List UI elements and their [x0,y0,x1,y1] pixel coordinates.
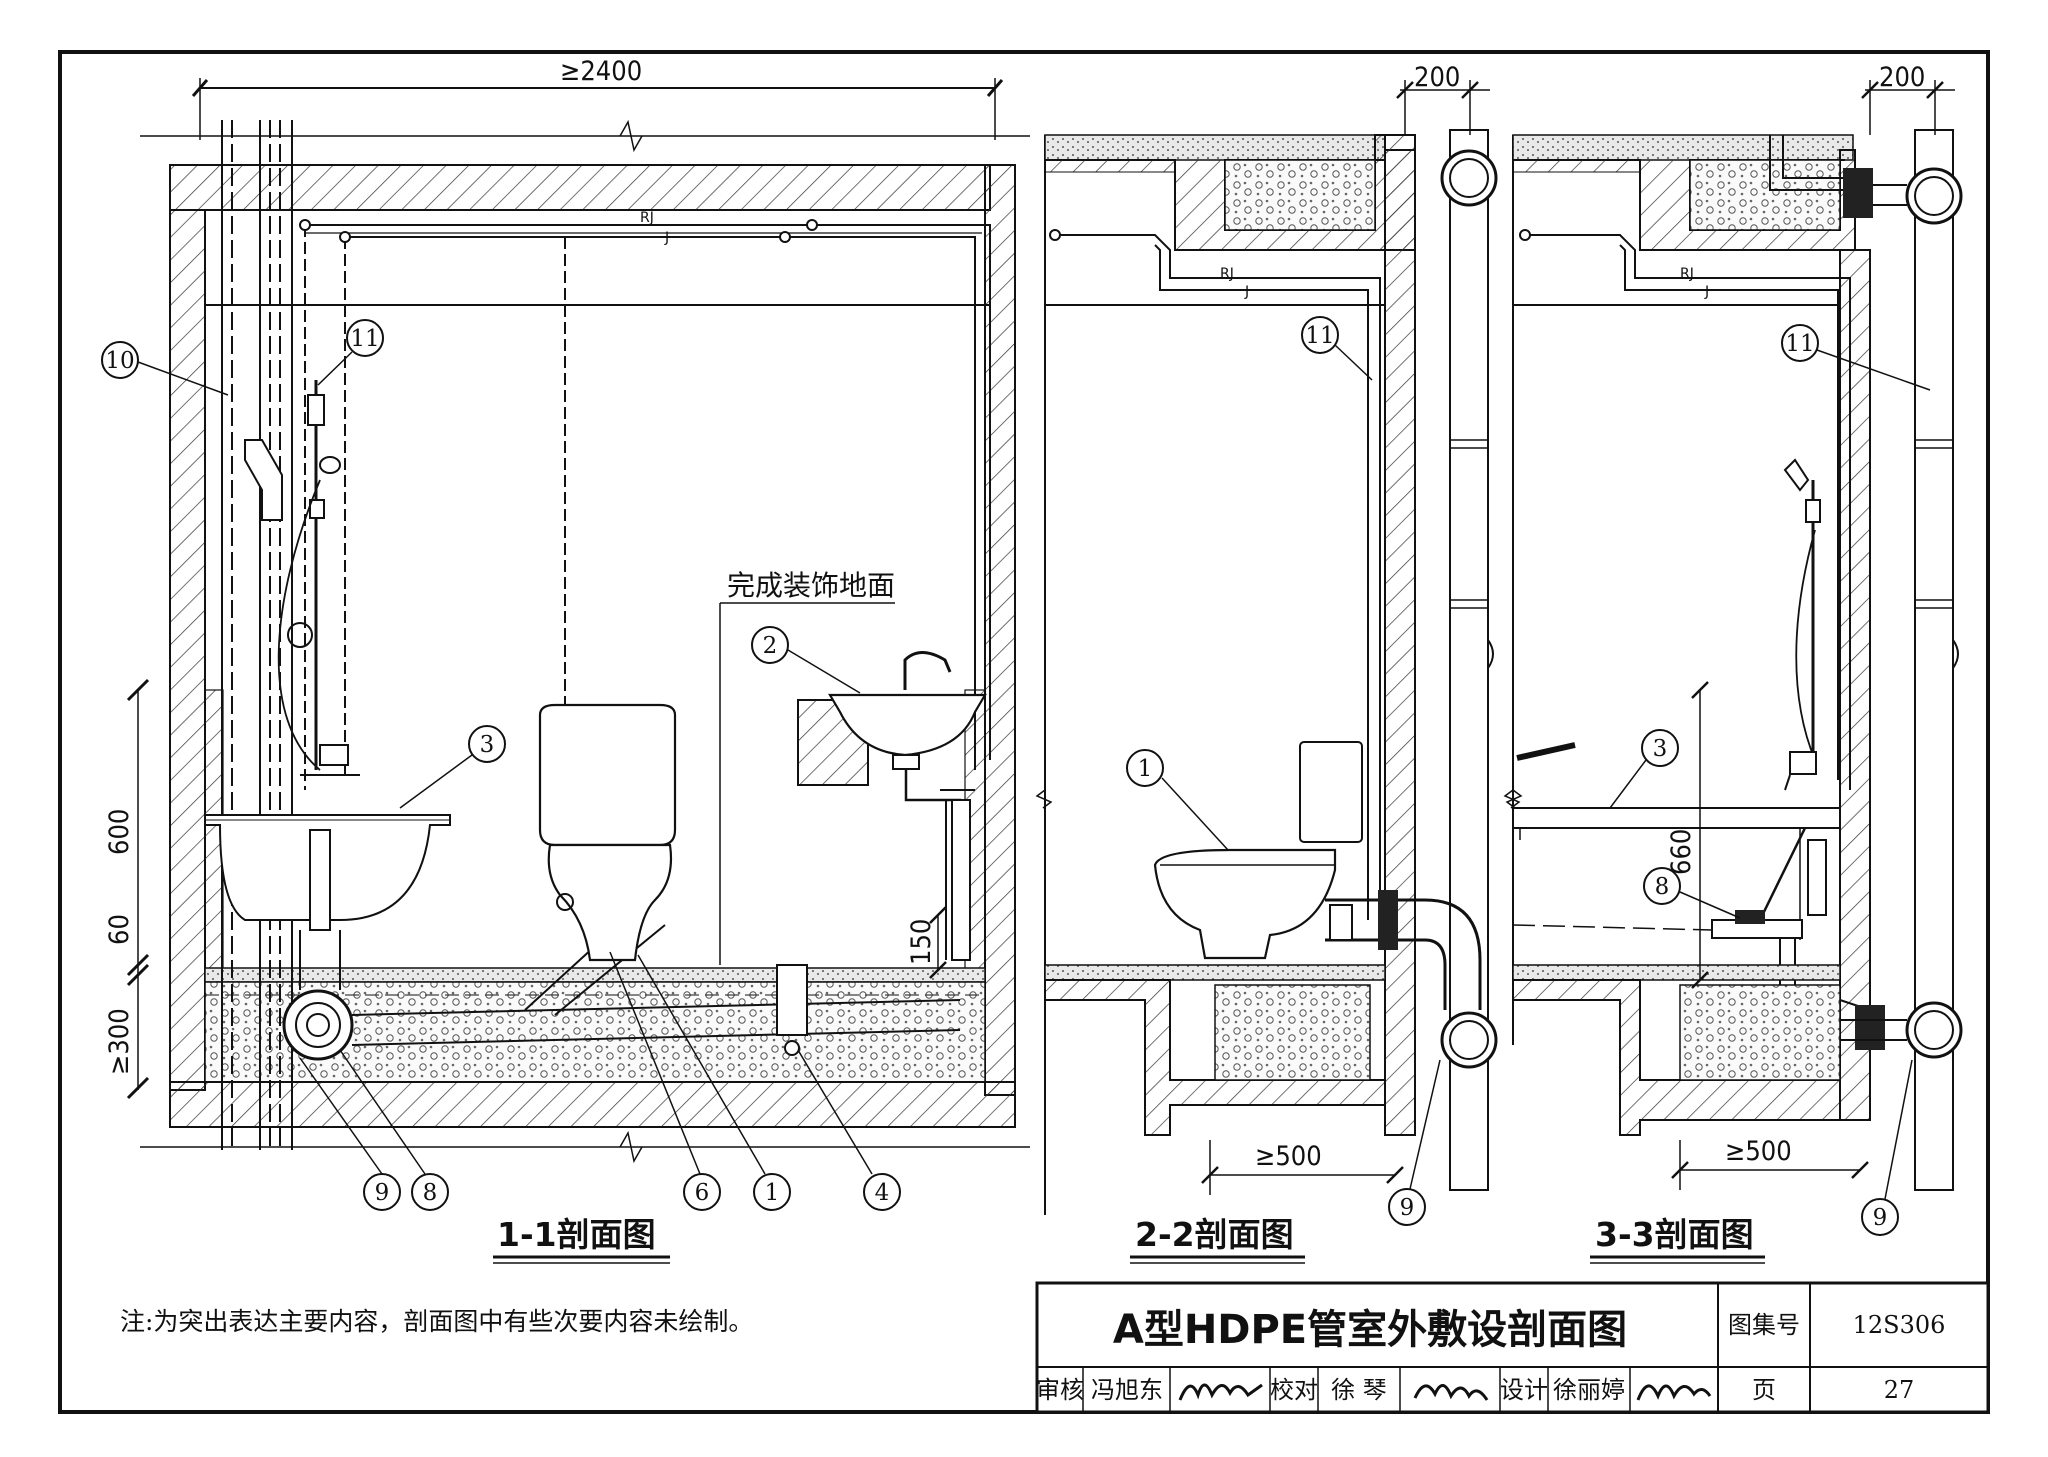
review-signature [1178,1383,1263,1401]
check-name: 徐 琴 [1331,1376,1387,1404]
callout-8-b: 8 [1643,867,1741,919]
section-title-3-3: 3-3剖面图 [1595,1215,1754,1254]
washbasin-1 [797,651,987,961]
label-rj-2: RJ [1220,266,1234,282]
right-wall-2 [1384,134,1416,1136]
dim-top-width: ≥2400 [560,56,642,87]
dim-660: 660 [1666,829,1697,875]
outdoor-stack-3 [1873,129,1963,1191]
page-label: 页 [1752,1376,1776,1404]
drawing-title: A型HDPE管室外敷设剖面图 [1113,1307,1627,1353]
bathtub-drain-1 [282,829,354,1061]
label-j-2: J [1244,284,1249,300]
callout-6: 6 [609,951,721,1211]
label-j-1: J [664,230,669,246]
sheet-border [58,50,1990,1414]
dim-60: 60 [104,914,135,945]
svg-text:9: 9 [1400,1195,1415,1221]
page-number: 27 [1884,1376,1915,1404]
bathtub-3 [1512,807,1841,940]
review-label: 审核 [1036,1376,1084,1404]
design-signature [1636,1384,1712,1401]
dim-500-b: ≥500 [1725,1136,1792,1167]
svg-text:11: 11 [350,326,379,352]
review-name: 冯旭东 [1091,1376,1163,1404]
svg-text:2: 2 [763,633,778,659]
note-text: 注:为突出表达主要内容，剖面图中有些次要内容未绘制。 [120,1307,753,1336]
callout-3-a: 3 [399,725,506,809]
callout-11-b: 11 [1301,316,1373,381]
callout-9-c: 9 [1861,1059,1913,1236]
dim-200-b: 200 [1879,62,1925,93]
svg-text:10: 10 [105,348,134,374]
outdoor-stack-2 [1440,129,1498,1191]
design-label: 设计 [1500,1376,1548,1404]
ceiling-slab-2 [1044,134,1386,161]
shower-set-1 [277,380,360,776]
check-label: 校对 [1270,1376,1318,1404]
callout-11-a: 11 [317,319,384,386]
svg-text:9: 9 [375,1180,390,1206]
right-wall-3 [1839,249,1871,1121]
callout-2: 2 [751,626,861,694]
callout-9-b: 9 [1388,1059,1441,1226]
callout-9-a: 9 [299,1057,401,1211]
svg-text:9: 9 [1873,1205,1888,1231]
svg-text:11: 11 [1785,331,1814,357]
callout-1-a: 1 [637,954,791,1211]
grab-bar-3 [1516,742,1576,761]
dim-150: 150 [906,919,937,965]
dim-300: ≥300 [104,1008,135,1075]
dim-600: 600 [104,809,135,855]
label-finished-floor: 完成装饰地面 [727,569,895,602]
callout-11-c: 11 [1781,324,1931,391]
shower-set-3 [1783,458,1821,791]
callout-3-b: 3 [1609,729,1679,809]
callout-10: 10 [101,341,229,396]
tub-drain-3 [1512,910,1907,1050]
section-1-1: ≥2400 [101,56,1030,1264]
svg-text:8: 8 [423,1180,438,1206]
section-2-2: RJ J [1035,62,1498,1264]
callout-1-b: 1 [1126,749,1229,851]
toilet-1 [538,703,677,962]
callout-8-a: 8 [339,1049,449,1211]
svg-text:6: 6 [695,1180,710,1206]
toilet-2 [1153,741,1363,960]
section-title-2-2: 2-2剖面图 [1135,1215,1294,1254]
title-block: A型HDPE管室外敷设剖面图 图集号 12S306 审核 冯旭东 校对 徐 琴 … [1035,1281,1990,1414]
atlas-label: 图集号 [1728,1311,1800,1339]
vertical-stack-1 [221,120,293,1150]
svg-text:1: 1 [765,1180,780,1206]
svg-text:1: 1 [1138,756,1153,782]
dim-500-a: ≥500 [1255,1141,1322,1172]
ceiling-slab-1 [169,164,991,211]
svg-text:4: 4 [875,1180,890,1206]
svg-text:8: 8 [1655,874,1670,900]
label-rj-1: RJ [640,210,654,226]
floor-screed-1 [204,967,986,983]
svg-text:3: 3 [1653,736,1668,762]
check-signature [1413,1384,1489,1401]
callout-4: 4 [797,1049,901,1211]
left-wall-1 [169,209,206,1091]
dim-200-a: 200 [1414,62,1460,93]
label-j-3: J [1704,284,1709,300]
section-title-1-1: 1-1剖面图 [497,1215,656,1254]
label-rj-3: RJ [1680,266,1694,282]
section-3-3: RJ J [1503,62,1963,1264]
floor-slab-1 [169,1081,1016,1128]
svg-text:11: 11 [1305,323,1334,349]
svg-text:3: 3 [480,732,495,758]
design-name: 徐丽婷 [1553,1376,1625,1404]
atlas-number: 12S306 [1853,1311,1946,1339]
